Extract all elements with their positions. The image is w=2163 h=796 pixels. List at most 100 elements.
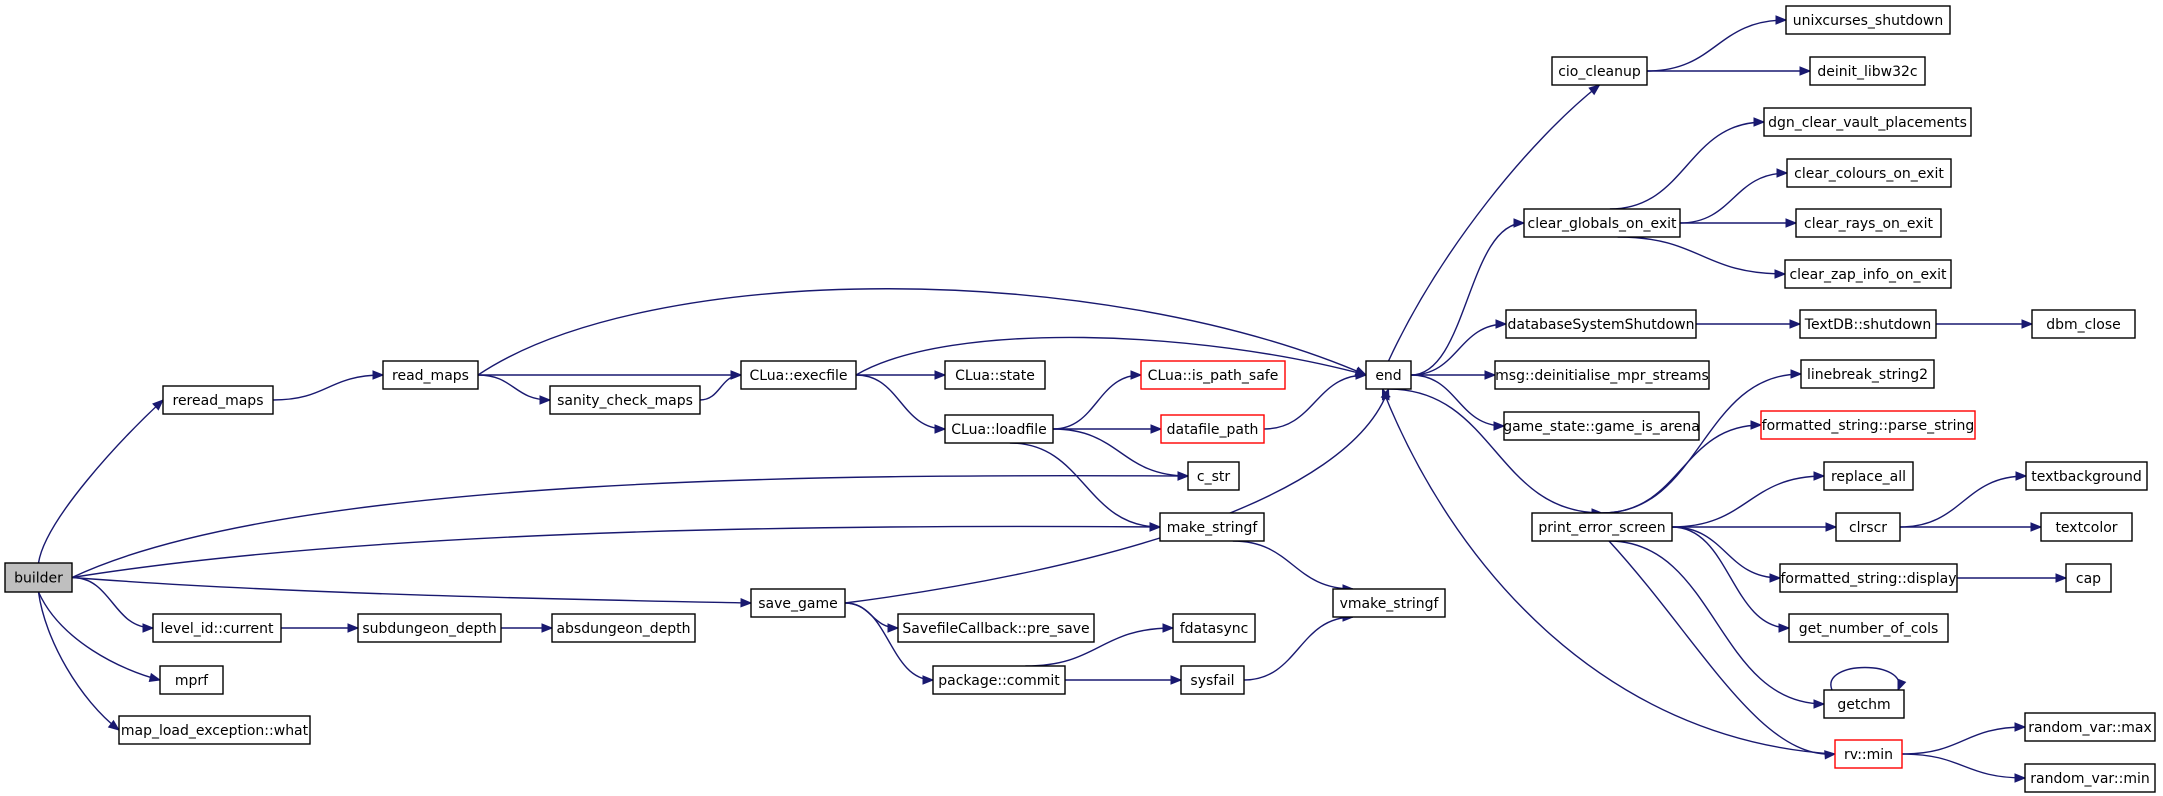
- edge-subdungeon_depth-to-absdungeon_depth: [501, 623, 554, 633]
- node-builder[interactable]: builder: [4, 562, 73, 593]
- node-clear-rays-on-exit[interactable]: clear_rays_on_exit: [1795, 208, 1942, 238]
- node-deinit-libw32c[interactable]: deinit_libw32c: [1809, 56, 1926, 86]
- edge-print_error_screen-to-replace_all: [1671, 471, 1826, 528]
- node-database-system-shutdown[interactable]: databaseSystemShutdown: [1505, 309, 1697, 339]
- node-getchm[interactable]: getchm: [1823, 689, 1905, 719]
- node-textdb-shutdown[interactable]: TextDB::shutdown: [1799, 309, 1937, 339]
- node-cio-cleanup[interactable]: cio_cleanup: [1551, 56, 1648, 86]
- edge-line: [1646, 19, 1787, 72]
- node-fs-display[interactable]: formatted_string::display: [1779, 563, 1958, 593]
- node-sanity-check-maps[interactable]: sanity_check_maps: [549, 385, 701, 415]
- node-label: subdungeon_depth: [362, 621, 496, 637]
- edge-arrowhead: [1170, 675, 1183, 685]
- node-clrscr[interactable]: clrscr: [1835, 512, 1901, 542]
- node-box: [549, 385, 701, 415]
- node-end[interactable]: end: [1365, 360, 1412, 390]
- node-subdungeon-depth[interactable]: subdungeon_depth: [357, 613, 502, 643]
- node-label: databaseSystemShutdown: [1507, 317, 1694, 333]
- edge-arrowhead: [1588, 84, 1601, 96]
- node-clua-is-path-safe[interactable]: CLua::is_path_safe: [1140, 360, 1286, 390]
- node-replace-all[interactable]: replace_all: [1823, 461, 1914, 491]
- edge-line: [71, 474, 1189, 579]
- node-box: [162, 385, 274, 415]
- node-reread-maps[interactable]: reread_maps: [162, 385, 274, 415]
- node-label: level_id::current: [160, 621, 274, 637]
- edge-line: [844, 602, 934, 681]
- edge-line: [1381, 388, 1836, 755]
- node-box: [944, 360, 1046, 390]
- node-random-var-max[interactable]: random_var::max: [2024, 712, 2156, 742]
- node-label: dgn_clear_vault_placements: [1768, 115, 1967, 131]
- node-label: game_state::game_is_arena: [1503, 419, 1700, 435]
- edge-print_error_screen-to-getchm: [1608, 540, 1826, 709]
- edge-clrscr-to-textcolor: [1900, 522, 2043, 532]
- edge-print_error_screen-to-linebreak_string2: [1601, 369, 1803, 514]
- node-label: map_load_exception::what: [121, 723, 309, 739]
- edge-clua_loadfile-to-make_stringf: [1009, 442, 1162, 532]
- node-fdatasync[interactable]: fdatasync: [1172, 613, 1256, 643]
- edge-line: [1025, 627, 1174, 667]
- edge-textdb_shutdown-to-dbm_close: [1936, 319, 2034, 329]
- edge-line: [71, 525, 1161, 579]
- edge-arrowhead: [1750, 420, 1763, 430]
- node-box: [944, 414, 1054, 444]
- node-read-maps[interactable]: read_maps: [382, 360, 479, 390]
- edge-arrowhead: [1753, 117, 1766, 127]
- node-cap[interactable]: cap: [2065, 563, 2112, 593]
- node-clua-loadfile[interactable]: CLua::loadfile: [944, 414, 1054, 444]
- edge-line: [1243, 616, 1354, 681]
- edge-arrowhead: [2014, 722, 2027, 732]
- node-package-commit[interactable]: package::commit: [932, 665, 1066, 695]
- node-clear-zap-info-on-exit[interactable]: clear_zap_info_on_exit: [1784, 259, 1952, 289]
- edge-arrowhead: [2021, 319, 2034, 329]
- node-unixcurses-shutdown[interactable]: unixcurses_shutdown: [1785, 5, 1951, 35]
- node-label: save_game: [758, 596, 838, 612]
- node-clear-colours-on-exit[interactable]: clear_colours_on_exit: [1786, 158, 1952, 188]
- edge-print_error_screen-to-clrscr: [1672, 522, 1838, 532]
- edge-clear_globals_on_exit-to-clear_colours_on_exit: [1679, 168, 1789, 224]
- node-clua-execfile[interactable]: CLua::execfile: [740, 360, 857, 390]
- node-dbm-close[interactable]: dbm_close: [2031, 309, 2136, 339]
- node-box: [4, 562, 73, 593]
- node-clear-globals-on-exit[interactable]: clear_globals_on_exit: [1523, 208, 1681, 238]
- edge-cio_cleanup-to-unixcurses_shutdown: [1646, 15, 1788, 72]
- node-textcolor[interactable]: textcolor: [2040, 512, 2133, 542]
- node-label: vmake_stringf: [1340, 596, 1440, 612]
- node-level-id-current[interactable]: level_id::current: [152, 613, 282, 643]
- edge-arrowhead: [1776, 168, 1789, 178]
- node-box: [1160, 414, 1265, 444]
- edge-sanity_check_maps-to-clua_execfile: [699, 370, 743, 401]
- node-textbackground[interactable]: textbackground: [2025, 461, 2148, 491]
- edge-arrowhead: [1789, 319, 1802, 329]
- node-absdungeon-depth[interactable]: absdungeon_depth: [551, 613, 696, 643]
- node-msg-deinitialise[interactable]: msg::deinitialise_mpr_streams: [1494, 360, 1710, 390]
- edge-end-to-cio_cleanup: [1387, 84, 1601, 362]
- node-random-var-min[interactable]: random_var::min: [2024, 763, 2156, 793]
- node-mprf[interactable]: mprf: [159, 665, 224, 695]
- node-vmake-stringf[interactable]: vmake_stringf: [1332, 588, 1446, 618]
- node-clua-state[interactable]: CLua::state: [944, 360, 1046, 390]
- node-dgn-clear-vault-placements[interactable]: dgn_clear_vault_placements: [1763, 107, 1972, 137]
- node-c-str[interactable]: c_str: [1187, 461, 1240, 491]
- edge-read_maps-to-clua_execfile: [478, 370, 743, 380]
- node-savefile-pre-save[interactable]: SavefileCallback::pre_save: [897, 613, 1095, 643]
- edge-arrowhead: [1495, 319, 1508, 329]
- node-linebreak-string2[interactable]: linebreak_string2: [1800, 359, 1935, 389]
- edge-line: [1671, 526, 1781, 579]
- node-get-number-of-cols[interactable]: get_number_of_cols: [1788, 613, 1949, 643]
- node-box: [382, 360, 479, 390]
- node-print-error-screen[interactable]: print_error_screen: [1531, 512, 1673, 542]
- node-sysfail[interactable]: sysfail: [1180, 665, 1245, 695]
- edge-line: [1899, 475, 2027, 528]
- node-fs-parse-string[interactable]: formatted_string::parse_string: [1760, 410, 1976, 440]
- edge-line: [37, 399, 164, 564]
- node-map-load-exception-what[interactable]: map_load_exception::what: [118, 715, 311, 745]
- edge-clua_execfile-to-end: [855, 336, 1368, 377]
- node-rv-min[interactable]: rv::min: [1834, 739, 1903, 769]
- node-label: replace_all: [1831, 469, 1906, 485]
- node-game-state-is-arena[interactable]: game_state::game_is_arena: [1503, 411, 1700, 441]
- node-save-game[interactable]: save_game: [750, 588, 846, 618]
- node-make-stringf[interactable]: make_stringf: [1159, 512, 1265, 542]
- edge-arrowhead: [1799, 66, 1812, 76]
- node-datafile-path[interactable]: datafile_path: [1160, 414, 1265, 444]
